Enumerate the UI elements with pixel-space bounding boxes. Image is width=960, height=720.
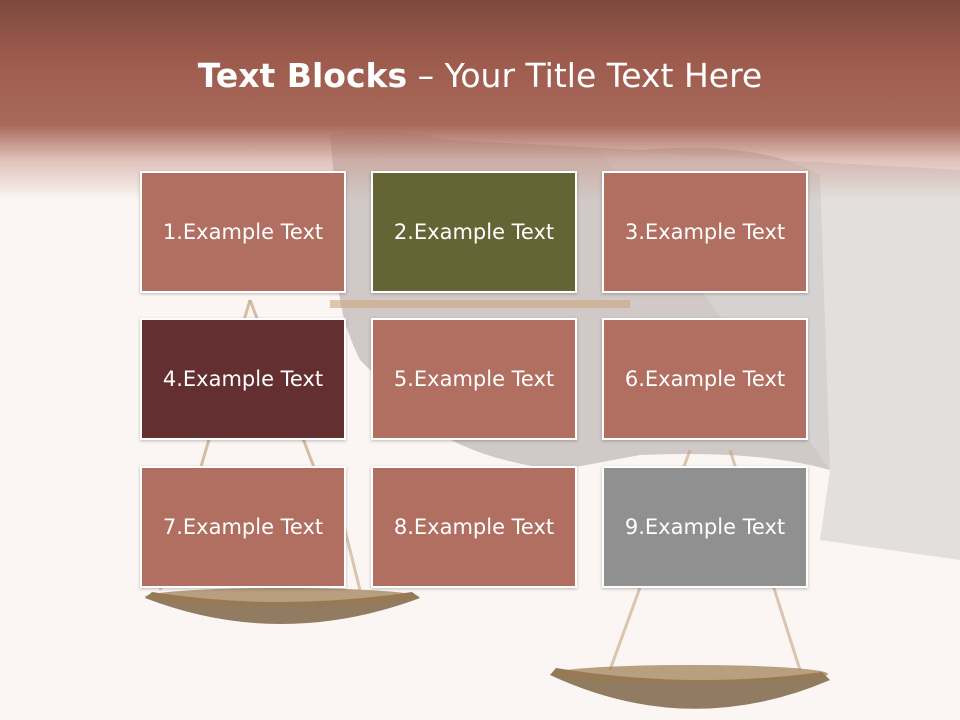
slide-title: Text Blocks – Your Title Text Here xyxy=(0,52,960,100)
text-block-5[interactable]: 5.Example Text xyxy=(371,318,577,440)
text-block-label: 9.Example Text xyxy=(624,515,786,539)
text-block-label: 3.Example Text xyxy=(624,220,786,244)
text-block-4[interactable]: 4.Example Text xyxy=(140,318,346,440)
text-block-9[interactable]: 9.Example Text xyxy=(602,466,808,588)
text-block-8[interactable]: 8.Example Text xyxy=(371,466,577,588)
text-block-1[interactable]: 1.Example Text xyxy=(140,171,346,293)
text-block-label: 8.Example Text xyxy=(393,515,555,539)
text-block-label: 5.Example Text xyxy=(393,367,555,391)
title-bold-part: Text Blocks xyxy=(197,56,408,95)
text-block-3[interactable]: 3.Example Text xyxy=(602,171,808,293)
text-block-label: 2.Example Text xyxy=(393,220,555,244)
text-block-6[interactable]: 6.Example Text xyxy=(602,318,808,440)
text-block-label: 7.Example Text xyxy=(162,515,324,539)
title-band xyxy=(0,0,960,200)
title-rest: Your Title Text Here xyxy=(444,56,763,95)
text-block-label: 6.Example Text xyxy=(624,367,786,391)
text-block-2[interactable]: 2.Example Text xyxy=(371,171,577,293)
title-dash: – xyxy=(417,56,435,95)
text-block-label: 1.Example Text xyxy=(162,220,324,244)
text-block-label: 4.Example Text xyxy=(162,367,324,391)
text-block-7[interactable]: 7.Example Text xyxy=(140,466,346,588)
